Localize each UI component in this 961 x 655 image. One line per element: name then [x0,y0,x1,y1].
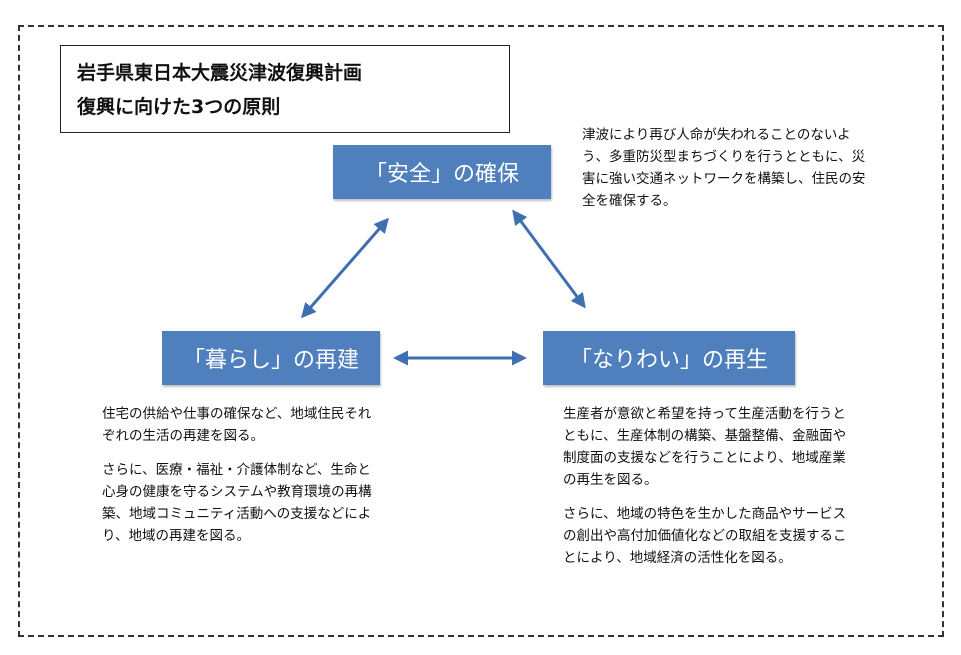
title-box: 岩手県東日本大震災津波復興計画 復興に向けた3つの原則 [60,45,510,133]
desc-living: 住宅の供給や仕事の確保など、地域住民それぞれの生活の再建を図る。 さらに、医療・… [102,403,372,559]
title-line-2: 復興に向けた3つの原則 [77,96,281,118]
desc-industry-paragraph-2: さらに、地域の特色を生かした商品やサービスの創出や高付加価値化などの取組を支援す… [563,506,847,566]
arrow-safety-living [301,217,389,319]
arrow-safety-industry [512,209,586,309]
desc-living-paragraph-2: さらに、医療・福祉・介護体制など、生命と心身の健康を守るシステムや教育環境の再構… [102,462,372,544]
node-safety: 「安全」の確保 [333,145,551,199]
node-living: 「暮らし」の再建 [162,331,380,385]
desc-industry-paragraph-1: 生産者が意欲と希望を持って生産活動を行うとともに、生産体制の構築、基盤整備、金融… [563,406,847,488]
desc-industry: 生産者が意欲と希望を持って生産活動を行うとともに、生産体制の構築、基盤整備、金融… [563,403,848,581]
node-industry: 「なりわい」の再生 [543,331,795,385]
desc-safety-paragraph: 津波により再び人命が失われることのないよう、多重防災型まちづくりを行うとともに、… [582,127,866,209]
desc-safety: 津波により再び人命が失われることのないよう、多重防災型まちづくりを行うとともに、… [582,124,874,224]
desc-living-paragraph-1: 住宅の供給や仕事の確保など、地域住民それぞれの生活の再建を図る。 [102,406,372,444]
title-line-1: 岩手県東日本大震災津波復興計画 [77,62,363,84]
dashed-frame [18,25,944,637]
